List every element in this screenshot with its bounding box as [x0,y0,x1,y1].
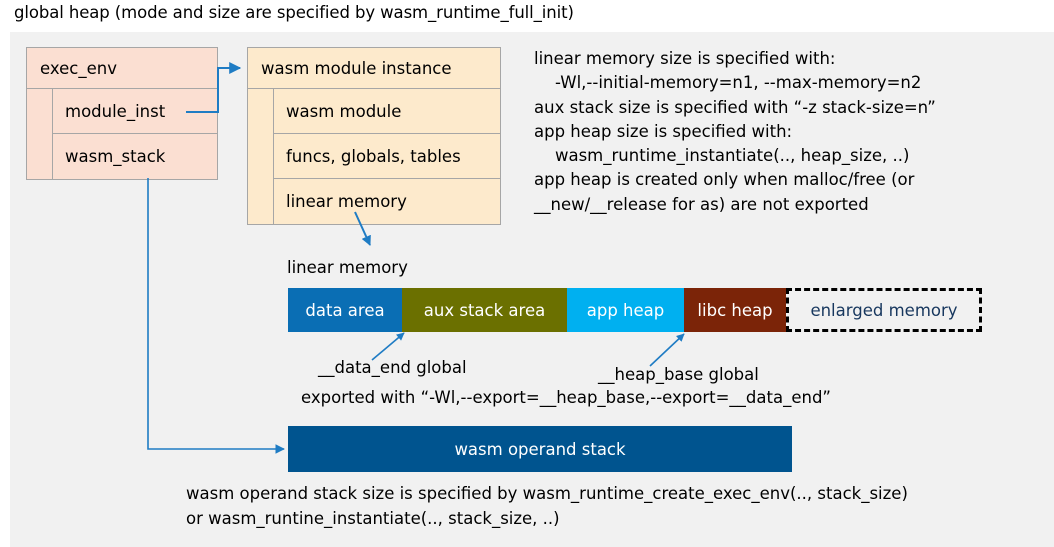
segment-enlarged-memory: enlarged memory [786,288,982,332]
wasm-module-instance-header: wasm module instance [248,48,500,89]
field-funcs-globals-tables: funcs, globals, tables [274,134,500,179]
wasm-module-instance-body: wasm module funcs, globals, tables linea… [248,89,500,224]
annotation-heap-base: __heap_base global [598,365,759,384]
exec-env-rows: module_inst wasm_stack [53,89,217,179]
linear-memory-bar: data area aux stack area app heap libc h… [288,288,982,332]
memory-sizing-notes: linear memory size is specified with: -W… [534,49,936,214]
exec-env-body: module_inst wasm_stack [27,89,217,179]
wasm-module-instance-rows: wasm module funcs, globals, tables linea… [274,89,500,224]
exec-env-box: exec_env module_inst wasm_stack [26,47,218,180]
field-linear-memory: linear memory [286,192,407,211]
page-title: global heap (mode and size are specified… [14,3,574,22]
field-wasm-module: wasm module [274,89,500,134]
operand-stack-footnote: wasm operand stack size is specified by … [186,484,908,528]
segment-aux-stack-area: aux stack area [402,288,567,332]
wasm-module-instance-gutter [248,89,274,224]
exec-env-field-module-inst: module_inst [53,89,217,134]
segment-data-area: data area [288,288,402,332]
wasm-module-instance-box: wasm module instance wasm module funcs, … [247,47,501,225]
segment-app-heap: app heap [567,288,684,332]
segment-libc-heap: libc heap [684,288,786,332]
exec-env-gutter [27,89,53,179]
exec-env-header: exec_env [27,48,217,89]
wasm-operand-stack-box: wasm operand stack [288,426,792,472]
exec-env-field-wasm-stack: wasm_stack [65,147,166,166]
linear-memory-caption: linear memory [287,258,408,277]
annotation-data-end: __data_end global [318,358,467,377]
annotation-exported-with: exported with “-Wl,--export=__heap_base,… [301,388,831,407]
